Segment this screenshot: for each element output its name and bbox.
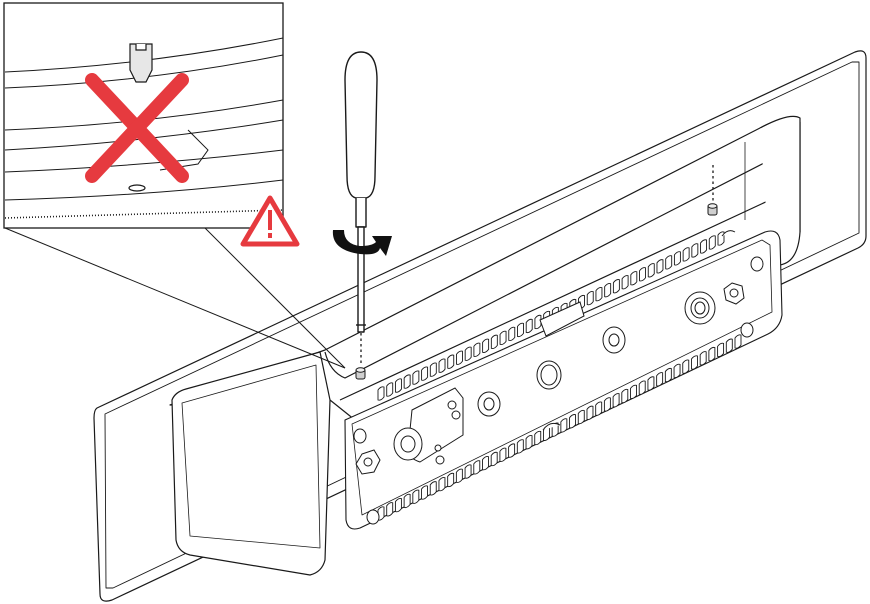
bracket-tooth bbox=[673, 251, 681, 266]
bracket-tooth bbox=[691, 355, 698, 370]
bracket-tooth bbox=[377, 506, 385, 521]
bracket-tooth bbox=[734, 334, 742, 349]
set-screw-icon bbox=[707, 203, 718, 216]
bracket-tooth bbox=[412, 370, 420, 385]
bracket-tooth bbox=[682, 359, 690, 374]
bracket-tooth bbox=[691, 243, 699, 258]
bracket-tooth bbox=[717, 342, 725, 358]
bracket-tooth bbox=[386, 382, 394, 397]
bracket-tooth bbox=[700, 239, 708, 254]
bracket-tooth bbox=[421, 366, 429, 381]
bracket-tooth bbox=[612, 393, 620, 408]
bracket-tooth bbox=[403, 374, 411, 389]
bracket-tooth bbox=[421, 485, 428, 500]
bracket-tooth bbox=[595, 401, 603, 416]
bracket-tooth bbox=[403, 493, 411, 509]
warning-triangle-icon bbox=[240, 195, 300, 247]
bracket-tooth bbox=[377, 386, 385, 401]
bracket-tooth bbox=[447, 472, 455, 488]
bracket-tooth bbox=[699, 351, 707, 366]
bracket-tooth bbox=[447, 354, 455, 369]
bracket-tooth bbox=[473, 342, 481, 357]
bracket-tooth bbox=[394, 378, 402, 393]
set-screw-icon bbox=[128, 43, 153, 192]
panel-holes bbox=[353, 230, 764, 525]
bracket-tooth bbox=[464, 464, 472, 479]
bracket-tooth bbox=[429, 481, 437, 496]
bracket-tooth bbox=[517, 322, 524, 338]
bracket-tooth bbox=[499, 330, 507, 345]
bracket-tooth bbox=[455, 468, 463, 483]
bracket-tooth bbox=[630, 384, 637, 399]
bracket-tooth bbox=[569, 414, 577, 429]
bracket-tooth bbox=[664, 367, 672, 383]
rotation-arrow-icon bbox=[332, 230, 392, 256]
bracket-tooth bbox=[717, 231, 725, 246]
bracket-tooth bbox=[682, 247, 690, 262]
bracket-tooth bbox=[490, 334, 498, 349]
bracket-tooth bbox=[656, 372, 664, 387]
red-cross-icon bbox=[85, 73, 189, 183]
bracket-tooth bbox=[534, 430, 542, 446]
bracket-tooth bbox=[656, 259, 664, 274]
bracket-tooth bbox=[429, 362, 437, 377]
bracket-tooth bbox=[647, 263, 655, 278]
bracket-tooth bbox=[438, 476, 446, 492]
bracket-tooth bbox=[499, 447, 507, 462]
bracket-tooth bbox=[525, 435, 533, 450]
bracket-tooth bbox=[508, 326, 516, 342]
bracket-tooth bbox=[665, 255, 673, 270]
bracket-tooth bbox=[725, 338, 733, 353]
bracket-tooth bbox=[386, 502, 394, 517]
bracket-tooth bbox=[595, 287, 603, 302]
set-screw-icon bbox=[355, 367, 366, 380]
bracket-tooth bbox=[647, 376, 655, 391]
bracket-tooth bbox=[673, 363, 681, 379]
bracket-tooth bbox=[708, 346, 716, 362]
bracket-tooth bbox=[438, 358, 446, 373]
bracket-tooth bbox=[638, 380, 646, 395]
bracket-tooth bbox=[490, 451, 498, 467]
bracket-tooth bbox=[482, 338, 490, 353]
screw-guide-lines bbox=[360, 165, 714, 366]
bracket-tooth bbox=[508, 443, 516, 458]
rear-panel bbox=[344, 230, 783, 530]
bracket-tooth bbox=[586, 405, 594, 420]
mounting-bracket bbox=[169, 115, 801, 576]
bracket-tooth bbox=[560, 418, 568, 433]
bracket-tooth bbox=[604, 283, 612, 298]
bracket-tooth bbox=[603, 397, 611, 412]
bracket-tooth bbox=[621, 388, 629, 404]
bracket-tooth bbox=[412, 489, 420, 504]
bracket-tooth bbox=[394, 497, 402, 513]
bracket-tooth bbox=[456, 350, 463, 365]
screwdriver-icon bbox=[344, 51, 378, 333]
bracket-tooth bbox=[525, 318, 533, 334]
bracket-tooth bbox=[612, 279, 620, 294]
bracket-tooth bbox=[621, 275, 629, 290]
bracket-tooth bbox=[577, 409, 585, 425]
bracket-tooth bbox=[639, 267, 646, 282]
bracket-tooth bbox=[473, 460, 481, 475]
bracket-tooth bbox=[586, 290, 594, 306]
bracket-tooth bbox=[534, 314, 542, 330]
zoom-inset bbox=[3, 2, 346, 369]
bracket-tooth bbox=[516, 439, 524, 454]
bracket-tooth bbox=[464, 346, 472, 361]
bracket-tooth bbox=[482, 456, 489, 471]
bracket-tooth bbox=[630, 271, 638, 286]
bracket-tooth bbox=[708, 235, 716, 250]
